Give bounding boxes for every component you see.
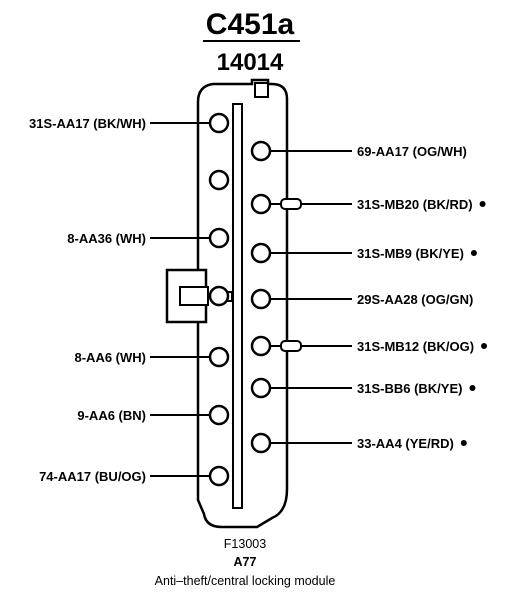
- pin-socket: [250, 242, 272, 264]
- pin-label: 33-AA4 (YE/RD): [357, 436, 454, 451]
- bullet-marker: [469, 385, 476, 391]
- pin-left-7: 74-AA17 (BU/OG): [39, 465, 230, 487]
- pin-label: 69-AA17 (OG/WH): [357, 144, 467, 159]
- wire-stub: [280, 198, 302, 210]
- part-number: 14014: [217, 49, 284, 76]
- pin-label: 8-AA6 (WH): [75, 350, 147, 365]
- pin-socket: [208, 112, 230, 134]
- pin-socket: [208, 285, 230, 307]
- locking-tab: [254, 82, 269, 98]
- left-pin-column: 31S-AA17 (BK/WH) 8-AA36 (WH) 8-AA6 (WH) 9-A…: [29, 112, 230, 487]
- pin-left-5: 8-AA6 (WH): [75, 346, 230, 368]
- pin-label: 31S-MB12 (BK/OG): [357, 339, 474, 354]
- pin-label: 31S-BB6 (BK/YE): [357, 381, 462, 396]
- pin-label: 9-AA6 (BN): [77, 408, 146, 423]
- bullet-marker: [460, 440, 467, 446]
- pin-left-3: 8-AA36 (WH): [67, 227, 230, 249]
- bullet-marker: [479, 201, 486, 207]
- center-rib: [232, 103, 243, 509]
- figure-id: F13003: [224, 537, 266, 551]
- pin-socket: [250, 140, 272, 162]
- pin-label: 31S-AA17 (BK/WH): [29, 116, 146, 131]
- bullet-marker: [481, 343, 488, 349]
- pin-right-6: 31S-BB6 (BK/YE): [250, 377, 476, 399]
- pin-socket: [250, 432, 272, 454]
- bullet-marker: [470, 250, 477, 256]
- side-latch-inner: [179, 286, 209, 306]
- pin-right-2: 31S-MB20 (BK/RD): [250, 193, 486, 215]
- pin-socket: [250, 288, 272, 310]
- pin-socket: [208, 169, 230, 191]
- pin-label: 29S-AA28 (OG/GN): [357, 292, 473, 307]
- pin-label: 31S-MB20 (BK/RD): [357, 197, 473, 212]
- pin-socket: [250, 377, 272, 399]
- pin-right-3: 31S-MB9 (BK/YE): [250, 242, 477, 264]
- pin-socket: [208, 404, 230, 426]
- wire-stub: [280, 340, 302, 352]
- pin-left-6: 9-AA6 (BN): [77, 404, 230, 426]
- pin-label: 31S-MB9 (BK/YE): [357, 246, 464, 261]
- pin-socket: [250, 335, 272, 357]
- pin-right-1: 69-AA17 (OG/WH): [250, 140, 467, 162]
- pin-right-5: 31S-MB12 (BK/OG): [250, 335, 488, 357]
- pin-right-4: 29S-AA28 (OG/GN): [250, 288, 473, 310]
- pin-label: 8-AA36 (WH): [67, 231, 146, 246]
- pin-socket: [250, 193, 272, 215]
- right-pin-column: 69-AA17 (OG/WH) 31S-MB20 (BK/RD) 31S-MB9 (…: [250, 140, 488, 454]
- pin-socket: [208, 465, 230, 487]
- pin-left-1: 31S-AA17 (BK/WH): [29, 112, 230, 134]
- module-code: A77: [234, 555, 257, 569]
- connector-id: C451a: [206, 8, 295, 41]
- pin-left-2: [208, 169, 230, 191]
- pin-left-4: [208, 285, 230, 307]
- pin-label: 74-AA17 (BU/OG): [39, 469, 146, 484]
- module-name: Anti–theft/central locking module: [155, 574, 336, 588]
- pin-socket: [208, 346, 230, 368]
- pin-right-7: 33-AA4 (YE/RD): [250, 432, 467, 454]
- pin-socket: [208, 227, 230, 249]
